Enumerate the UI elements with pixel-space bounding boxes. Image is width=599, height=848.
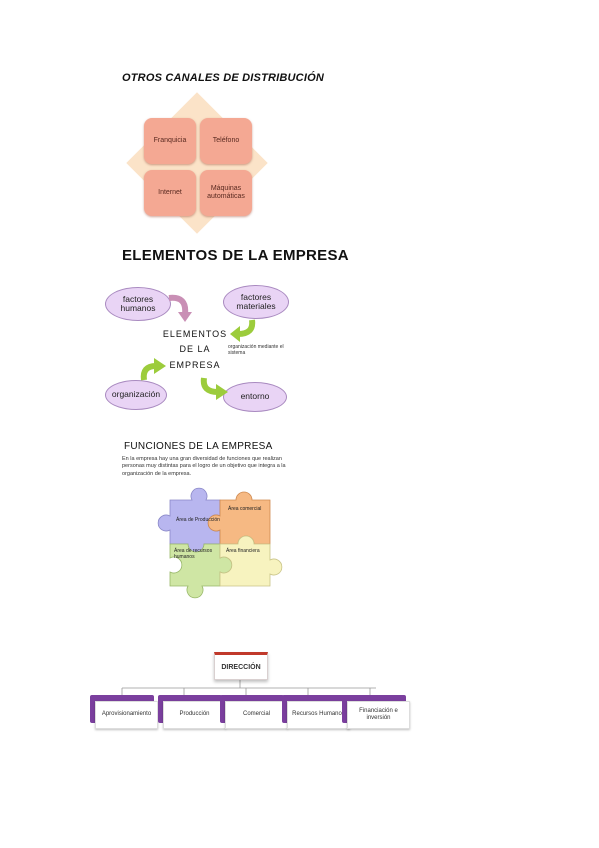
dept-label: Comercial [225,701,288,729]
channel-telefono: Teléfono [200,118,252,164]
piece-produccion: Área de Producción [176,517,220,523]
functions-title: FUNCIONES DE LA EMPRESA [124,441,273,452]
arrow-purple-icon [168,294,192,322]
center-line-1: ELEMENTOS [162,329,228,339]
node-entorno: entorno [223,382,287,412]
dept-financiacion: Financiación e inversión [342,695,410,729]
dept-label: Financiación e inversión [347,701,410,729]
piece-rrhh: Área de recursos humanos [174,548,213,560]
dept-label: Producción [163,701,226,729]
dept-recursos-humanos: Recursos Humanos [282,695,350,729]
channel-internet: Internet [144,170,196,216]
channels-title: OTROS CANALES DE DISTRIBUCIÓN [122,72,324,84]
node-organizacion: organización [105,380,167,410]
functions-paragraph: En la empresa hay una gran diversidad de… [122,456,286,477]
arrow-green-2-icon [140,358,166,381]
channel-franquicia: Franquicia [144,118,196,164]
dept-aprovisionamiento: Aprovisionamiento [90,695,158,729]
org-direccion: DIRECCIÓN [214,652,268,680]
elements-note: organización mediante el sistema [228,344,284,356]
arrow-green-1-icon [230,319,256,342]
piece-comercial: Área comercial [228,506,262,512]
dept-produccion: Producción [158,695,226,729]
dept-comercial: Comercial [220,695,288,729]
org-connectors [121,672,376,696]
arrow-green-3-icon [200,377,228,400]
channel-maquinas: Máquinas automáticas [200,170,252,216]
elements-title: ELEMENTOS DE LA EMPRESA [122,247,349,264]
elements-center-label: ELEMENTOS DE LA EMPRESA [160,327,230,373]
piece-financiera: Área financiera [226,548,260,554]
dept-label: Recursos Humanos [287,701,350,729]
center-line-2: DE LA [179,344,211,355]
node-factores-materiales: factores materiales [223,285,289,319]
puzzle-graphic [157,487,283,599]
node-factores-humanos: factores humanos [105,287,171,321]
dept-label: Aprovisionamiento [95,701,158,729]
center-line-3: EMPRESA [169,359,221,370]
